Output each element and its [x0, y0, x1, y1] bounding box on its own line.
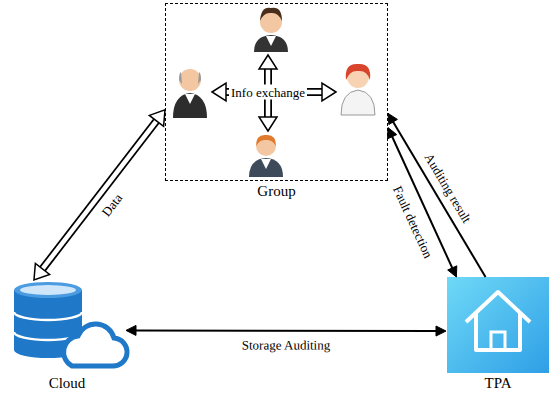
- exchange-arrows: [259, 117, 277, 131]
- arrow-head: [149, 110, 165, 127]
- person-icon: [254, 35, 288, 52]
- person-icon: [198, 72, 201, 84]
- person-icon: [249, 135, 283, 177]
- cloud-database-icon: [14, 312, 82, 320]
- cloud-database-icon: [64, 324, 127, 366]
- person-icon: [254, 8, 288, 52]
- edge-label: Data: [99, 191, 126, 220]
- tpa-house-icon: [491, 332, 505, 350]
- arrow-head: [126, 325, 136, 335]
- arrow-head: [388, 128, 397, 139]
- tpa-house-icon: [447, 277, 549, 373]
- fault-arrow: [388, 128, 457, 277]
- exchange-arrows: [259, 55, 277, 69]
- exchange-label: Info exchange: [229, 85, 307, 100]
- cloud-database-icon: [14, 282, 127, 366]
- person-icon: [256, 135, 276, 146]
- cloud-database-icon: [20, 285, 76, 295]
- person-icon: [260, 8, 282, 21]
- person-icon: [249, 158, 283, 177]
- person-icon: [266, 36, 276, 46]
- arrow-head: [34, 263, 50, 280]
- node-label: Group: [257, 183, 295, 200]
- storage-arrow: [126, 325, 446, 336]
- person-icon: [179, 72, 182, 84]
- person-icon: [341, 64, 375, 115]
- data-arrow: [42, 120, 157, 270]
- edge-label: Fault detection: [390, 184, 436, 261]
- exchange-arrows: [322, 83, 336, 101]
- node-label: TPA: [485, 375, 512, 392]
- cloud-node: Cloud: [8, 280, 126, 392]
- storage-arrow: [135, 329, 437, 332]
- arrow-head: [388, 113, 397, 124]
- person-icon: [341, 90, 375, 115]
- edge-label: Storage Auditing: [242, 337, 330, 352]
- arrow-head: [448, 266, 457, 277]
- data-arrow: [42, 120, 157, 270]
- tpa-house-icon: [476, 313, 520, 350]
- arrow-head: [436, 326, 446, 336]
- person-icon: [179, 69, 201, 91]
- person-icon: [261, 159, 271, 169]
- tpa-house-icon: [447, 277, 549, 373]
- person-icon: [173, 69, 207, 118]
- tpa-node: TPA: [446, 277, 550, 392]
- cloud-database-icon: [14, 282, 82, 298]
- person-icon: [173, 93, 207, 118]
- result-arrow: [388, 113, 486, 277]
- edge-label: Auditing result: [421, 151, 474, 226]
- data-arrow: [34, 110, 165, 280]
- exchange-arrows: [212, 55, 336, 131]
- person-icon: [346, 64, 371, 80]
- person-icon: [185, 94, 195, 104]
- node-label: Cloud: [49, 375, 86, 392]
- exchange-arrows: [212, 83, 226, 101]
